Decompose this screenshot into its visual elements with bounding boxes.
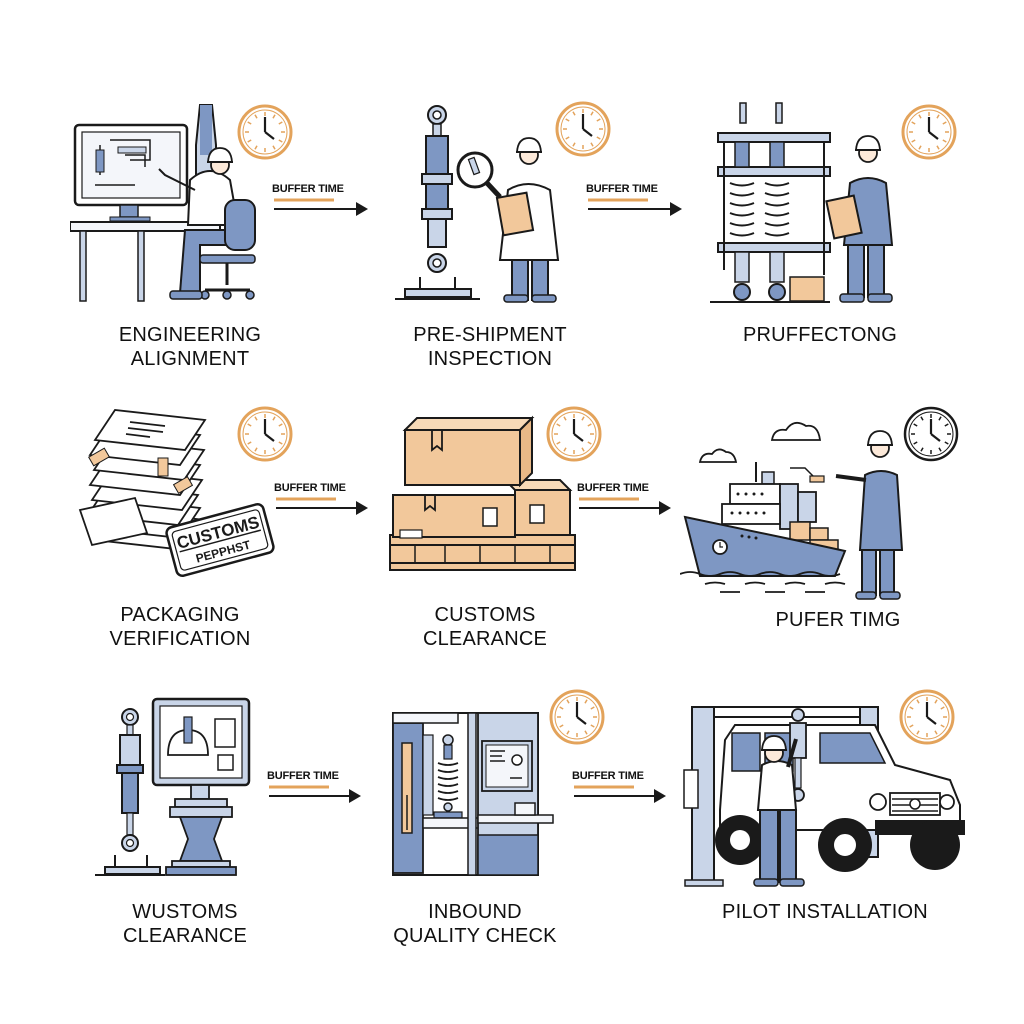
customs-documents-icon: CUSTOMS PEPPHST [78,409,275,577]
buffer-time-label: BUFFER TIME [577,482,649,494]
clock-icon [899,689,955,745]
arrow-right-icon [574,785,666,803]
step-label-line2: CLEARANCE [422,628,548,650]
step-label: CUSTOMS CLEARANCE [365,603,605,651]
step-label-line1: PRE-SHIPMENT [413,324,567,346]
step-customs-clearance: CUSTOMS CLEARANCE [385,400,705,690]
engineer-at-computer-icon [70,104,256,302]
spring-press-icon [710,102,894,303]
buffer-time-label: BUFFER TIME [586,183,658,195]
step-label-line1: PILOT INSTALLATION [722,901,928,923]
step-label-line2: CLEARANCE [122,925,248,947]
step-label: PILOT INSTALLATION [680,900,970,924]
step-label: PRE-SHIPMENT INSPECTION [370,323,610,371]
step-pre-shipment-inspection: PRE-SHIPMENT INSPECTION [390,95,710,385]
step-label-line1: ENGINEERING [118,324,262,346]
clock-icon [237,406,293,462]
inspector-magnifier-icon [395,105,560,303]
step-label-line1: PUFER TIMG [775,609,901,631]
step-label-line1: PRUFFECTONG [742,324,898,346]
arrow-right-icon [579,497,671,515]
cloud-icon [770,421,822,441]
step-cargo-ship: PUFER TIMG [680,400,1000,690]
step-label: PUFER TIMG [718,608,958,632]
step-label-line2: ALIGNMENT [130,348,250,370]
buffer-time-label: BUFFER TIME [572,770,644,782]
step-label-line2: INSPECTION [427,348,553,370]
clock-icon [903,406,959,462]
step-wustoms-clearance: WUSTOMS CLEARANCE [90,695,410,985]
step-inbound-quality-check: INBOUND QUALITY CHECK [390,685,710,975]
step-label: INBOUND QUALITY CHECK [355,900,595,948]
buffer-time-arrow: BUFFER TIME [272,183,372,223]
buffer-time-arrow: BUFFER TIME [572,770,672,810]
buffer-time-arrow: BUFFER TIME [577,482,677,522]
arrow-right-icon [588,198,682,216]
boxes-pallet-icon [389,415,576,571]
step-label-line1: CUSTOMS [434,604,536,626]
step-spring-press: PRUFFECTONG [710,95,1024,385]
clock-icon [546,406,602,462]
arrow-right-icon [274,198,368,216]
step-label: ENGINEERING ALIGNMENT [70,323,310,371]
step-label: PRUFFECTONG [700,323,940,347]
step-label: WUSTOMS CLEARANCE [65,900,305,948]
step-label-line2: QUALITY CHECK [393,925,557,947]
step-label: PACKAGING VERIFICATION [60,603,300,651]
buffer-time-arrow: BUFFER TIME [586,183,686,223]
step-label-line1: WUSTOMS [132,901,238,923]
arrow-right-icon [276,497,368,515]
shock-absorber-monitor-icon [95,697,251,876]
test-rig-icon [392,712,554,876]
arrow-right-icon [269,785,361,803]
buffer-time-label: BUFFER TIME [272,183,344,195]
buffer-time-label: BUFFER TIME [274,482,346,494]
step-label-line1: PACKAGING [120,604,240,626]
cargo-ship-icon [680,421,904,600]
clock-icon [237,104,293,160]
clock-icon [549,689,605,745]
buffer-time-arrow: BUFFER TIME [274,482,374,522]
buffer-time-label: BUFFER TIME [267,770,339,782]
step-label-line1: INBOUND [428,901,522,923]
vehicle-lift-icon [683,706,965,887]
step-pilot-installation: PILOT INSTALLATION [680,685,1000,975]
clock-icon [901,104,957,160]
step-packaging-verification: CUSTOMS PEPPHST PACKAGING VERIFICATION [70,400,390,690]
cloud-icon [698,448,738,463]
step-engineering-alignment: ENGINEERING ALIGNMENT [70,95,390,385]
clock-icon [555,101,611,157]
buffer-time-arrow: BUFFER TIME [267,770,367,810]
step-label-line2: VERIFICATION [109,628,251,650]
